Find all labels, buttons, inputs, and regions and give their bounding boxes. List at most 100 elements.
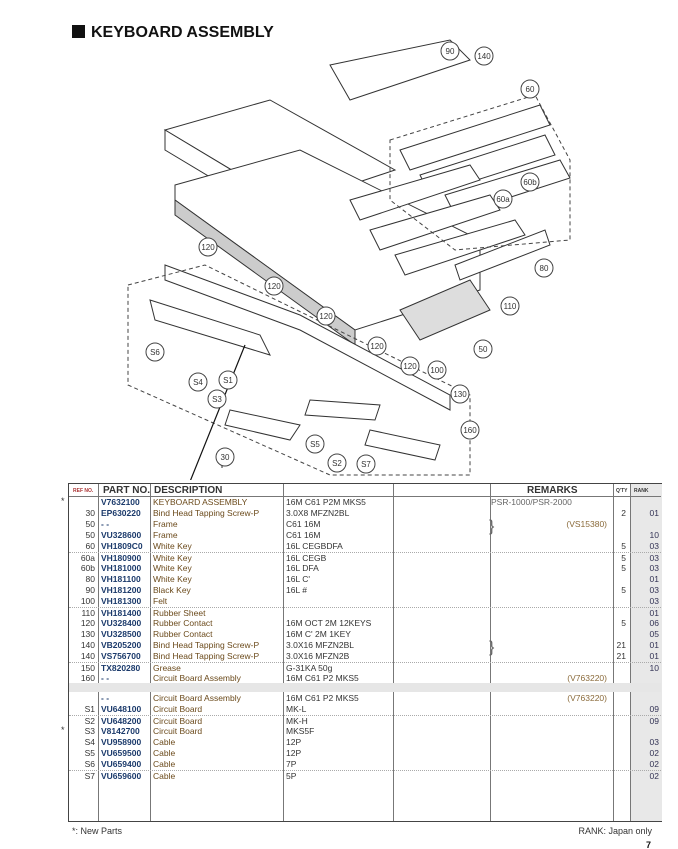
cell-desc: Circuit Board — [153, 704, 203, 714]
rank-note: RANK: Japan only — [578, 826, 652, 836]
cell-desc: Bind Head Tapping Screw-P — [153, 651, 260, 661]
cell-rank: 03 — [649, 585, 659, 595]
cell-spec: 5P — [286, 771, 297, 781]
cell-ref: 90 — [85, 585, 95, 595]
circuit-board-s5 — [224, 409, 301, 441]
header-qty: Q'TY — [616, 488, 628, 494]
new-parts-legend: *: New Parts — [72, 826, 123, 836]
callout-label: S7 — [361, 460, 371, 469]
cell-ref: 160 — [80, 673, 95, 683]
callout-s3: S3 — [207, 389, 227, 409]
callout-label: 120 — [403, 362, 417, 371]
cell-desc: Bind Head Tapping Screw-P — [153, 508, 260, 518]
cell-desc: Rubber Sheet — [153, 608, 206, 618]
cell-rank: 05 — [649, 629, 659, 639]
cell-rem: (VS15380) — [566, 519, 607, 529]
cell-rank: 01 — [649, 608, 659, 618]
cell-rank: 10 — [649, 663, 659, 673]
callout-s4: S4 — [188, 372, 208, 392]
cell-part: VU328500 — [101, 629, 142, 639]
cell-rank: 01 — [649, 651, 659, 661]
callout-90: 90 — [440, 41, 460, 61]
callout-120: 120 — [400, 356, 420, 376]
cell-desc: Bind Head Tapping Screw-P — [153, 640, 260, 650]
cell-part: VU659600 — [101, 771, 142, 781]
table-row: 110 VH181400 Rubber Sheet 01 — [69, 607, 661, 619]
cell-ref: 120 — [80, 618, 95, 628]
callout-label: S5 — [310, 440, 320, 449]
callout-50: 50 — [473, 339, 493, 359]
cell-desc: Circuit Board Assembly — [153, 693, 241, 703]
callout-label: 110 — [504, 302, 517, 311]
page-number: 7 — [645, 840, 651, 849]
cell-ref: 50 — [85, 519, 95, 529]
cell-spec: 16M C61 P2 MKS5 — [286, 693, 359, 703]
cell-qty: 21 — [616, 651, 626, 661]
callout-label: 30 — [221, 453, 230, 462]
cell-spec: C61 16M — [286, 530, 321, 540]
cell-spec: MK-L — [286, 704, 307, 714]
callout-label: 80 — [540, 264, 549, 273]
cell-ref: 140 — [80, 640, 95, 650]
cell-ref: 110 — [81, 608, 95, 618]
cell-part: VH181400 — [101, 608, 142, 618]
callout-label: 120 — [370, 342, 384, 351]
header-desc: DESCRIPTION — [154, 485, 223, 496]
cell-part: VU648100 — [101, 704, 142, 714]
cell-desc: Frame — [153, 519, 178, 529]
callout-s7: S7 — [356, 454, 376, 474]
cell-rank: 10 — [649, 530, 659, 540]
callout-80: 80 — [534, 258, 554, 278]
cell-part: VH180900 — [101, 553, 142, 563]
cell-part: V7632100 — [101, 497, 140, 507]
cell-desc: Circuit Board — [153, 726, 203, 736]
cell-rem: (V763220) — [567, 693, 607, 703]
cell-part: VU648200 — [101, 716, 142, 726]
callout-label: 120 — [267, 282, 281, 291]
callout-label: S4 — [193, 378, 203, 387]
cell-part: VB205200 — [101, 640, 142, 650]
callout-120: 120 — [198, 237, 218, 257]
cell-spec: 16L DFA — [286, 563, 319, 573]
cell-ref: 140 — [80, 651, 95, 661]
cell-rank: 03 — [649, 737, 659, 747]
callout-label: S2 — [332, 459, 342, 468]
callout-s5: S5 — [305, 434, 325, 454]
cell-rank: 03 — [649, 596, 659, 606]
callout-label: 160 — [463, 426, 477, 435]
cell-qty: 5 — [621, 563, 626, 573]
callout-label: 50 — [479, 345, 488, 354]
brace: } — [489, 639, 495, 656]
callout-120: 120 — [367, 336, 387, 356]
callout-label: 60 — [526, 85, 535, 94]
cell-rank: 01 — [649, 640, 659, 650]
cell-spec: 3.0X16 MFZN2BL — [286, 640, 355, 650]
cell-part: - - — [101, 693, 110, 703]
cell-rank: 09 — [649, 704, 659, 714]
cell-ref: S4 — [84, 737, 95, 747]
table-row: 140 VB205200 Bind Head Tapping Screw-P 3.0X… — [69, 640, 661, 651]
cell-spec: 16L # — [286, 585, 307, 595]
cell-ref: S7 — [84, 771, 95, 781]
cell-spec: 12P — [286, 737, 302, 747]
cell-part: VH181100 — [101, 574, 141, 584]
cell-qty: 5 — [621, 541, 626, 551]
callout-s2: S2 — [327, 453, 347, 473]
callout-30: 30 — [215, 447, 235, 467]
cell-ref: 60a — [80, 553, 95, 563]
black-keys — [329, 39, 471, 101]
cell-part: - - — [101, 519, 110, 529]
table-row: - - Circuit Board Assembly 16M C61 P2 MKS5… — [69, 693, 661, 704]
callout-60a: 60a — [493, 189, 513, 209]
cell-desc: Rubber Contact — [153, 629, 213, 639]
header-part: PART NO. — [103, 485, 151, 496]
